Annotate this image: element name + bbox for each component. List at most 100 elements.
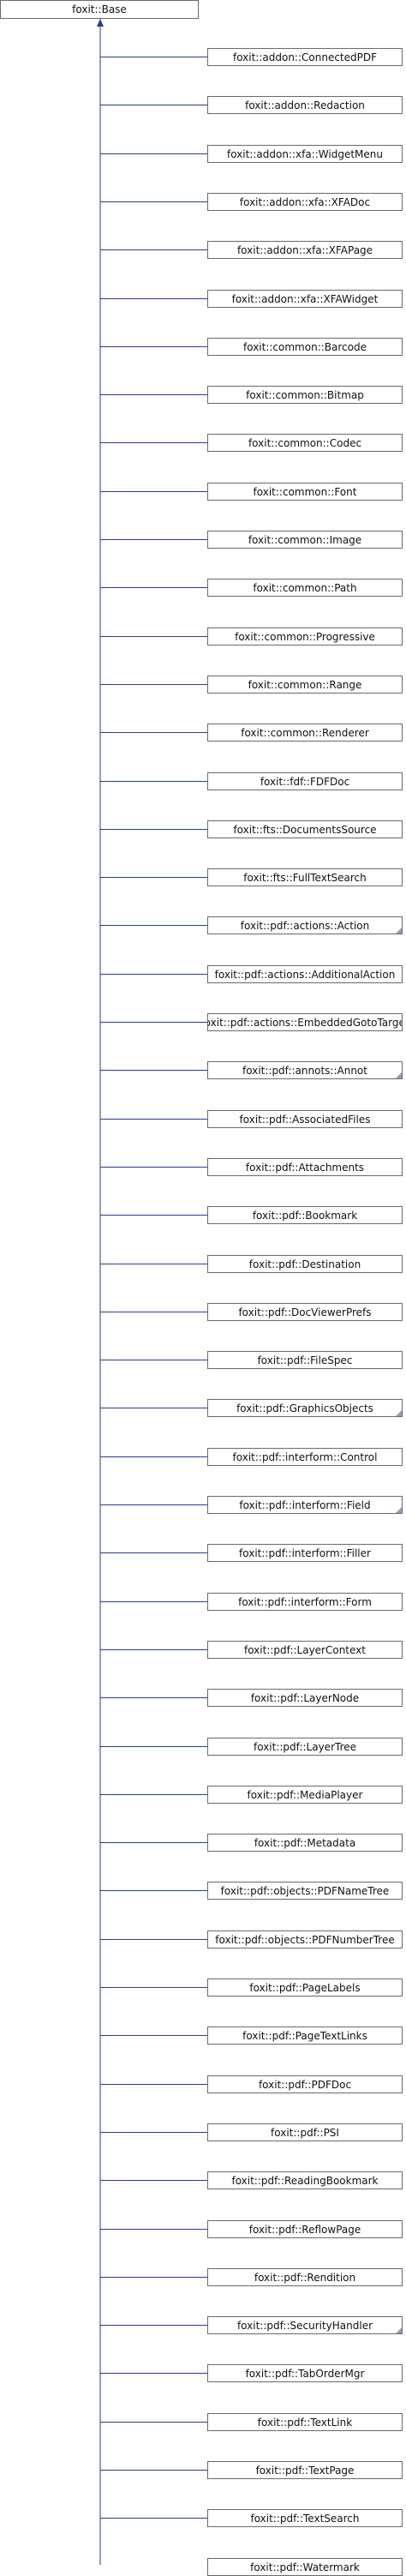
derived-class-label: foxit::pdf::SecurityHandler: [236, 2319, 373, 2332]
derived-class-node[interactable]: foxit::pdf::PageLabels: [207, 1979, 403, 1997]
has-subclasses-corner-icon: [396, 928, 402, 934]
derived-class-label: foxit::pdf::Attachments: [245, 1161, 365, 1174]
derived-class-node[interactable]: foxit::addon::xfa::XFAPage: [207, 241, 403, 259]
derived-class-label: foxit::addon::xfa::WidgetMenu: [226, 147, 383, 160]
derived-class-node[interactable]: foxit::common::Image: [207, 531, 403, 549]
derived-class-label: foxit::pdf::objects::PDFNumberTree: [215, 1933, 395, 1946]
derived-class-node[interactable]: foxit::pdf::Bookmark: [207, 1206, 403, 1224]
derived-class-node[interactable]: foxit::pdf::FileSpec: [207, 1351, 403, 1369]
derived-class-node[interactable]: foxit::pdf::objects::PDFNameTree: [207, 1882, 403, 1900]
derived-class-node[interactable]: foxit::fdf::FDFDoc: [207, 772, 403, 790]
derived-class-node[interactable]: foxit::fts::DocumentsSource: [207, 820, 403, 838]
derived-class-node[interactable]: foxit::pdf::TextLink: [207, 2413, 403, 2431]
derived-class-label: foxit::common::Codec: [248, 436, 362, 449]
derived-class-node[interactable]: foxit::pdf::actions::AdditionalAction: [207, 965, 403, 983]
derived-class-node[interactable]: foxit::pdf::Metadata: [207, 1834, 403, 1852]
base-class-node[interactable]: foxit::Base: [0, 0, 199, 19]
derived-class-node[interactable]: foxit::pdf::MediaPlayer: [207, 1786, 403, 1804]
derived-class-node[interactable]: foxit::pdf::ReflowPage: [207, 2220, 403, 2238]
derived-class-label: foxit::pdf::PageLabels: [249, 1981, 361, 1994]
derived-class-label: foxit::pdf::Bookmark: [252, 1209, 358, 1222]
derived-class-node[interactable]: foxit::common::Bitmap: [207, 386, 403, 404]
derived-class-node[interactable]: foxit::pdf::LayerContext: [207, 1641, 403, 1659]
derived-class-node[interactable]: foxit::pdf::annots::Annot: [207, 1061, 403, 1079]
derived-class-label: foxit::common::Path: [253, 581, 357, 594]
derived-class-label: foxit::pdf::TabOrderMgr: [245, 2367, 365, 2380]
derived-class-label: foxit::pdf::FileSpec: [257, 1354, 353, 1366]
has-subclasses-corner-icon: [396, 1507, 402, 1513]
derived-class-label: foxit::pdf::interform::Form: [238, 1595, 372, 1608]
derived-class-node[interactable]: foxit::addon::ConnectedPDF: [207, 48, 403, 66]
derived-class-node[interactable]: foxit::common::Range: [207, 676, 403, 694]
derived-class-node[interactable]: foxit::pdf::interform::Field: [207, 1496, 403, 1514]
derived-class-node[interactable]: foxit::pdf::TextPage: [207, 2461, 403, 2479]
derived-class-node[interactable]: foxit::pdf::interform::Form: [207, 1593, 403, 1611]
derived-class-node[interactable]: foxit::common::Codec: [207, 434, 403, 452]
derived-class-node[interactable]: foxit::addon::xfa::XFAWidget: [207, 290, 403, 308]
derived-class-label: foxit::pdf::objects::PDFNameTree: [220, 1884, 390, 1897]
derived-class-node[interactable]: foxit::common::Barcode: [207, 338, 403, 356]
derived-class-node[interactable]: foxit::fts::FullTextSearch: [207, 868, 403, 886]
derived-class-node[interactable]: foxit::pdf::Attachments: [207, 1158, 403, 1176]
derived-class-node[interactable]: foxit::pdf::interform::Filler: [207, 1544, 403, 1562]
derived-class-node[interactable]: foxit::pdf::interform::Control: [207, 1448, 403, 1466]
derived-class-node[interactable]: foxit::common::Renderer: [207, 724, 403, 742]
derived-class-label: foxit::common::Range: [248, 678, 362, 691]
derived-class-label: foxit::common::Image: [248, 533, 362, 546]
derived-class-node[interactable]: foxit::common::Progressive: [207, 627, 403, 646]
derived-class-label: foxit::pdf::TextPage: [255, 2464, 355, 2477]
base-class-label: foxit::Base: [72, 3, 127, 15]
derived-class-node[interactable]: foxit::addon::Redaction: [207, 96, 403, 114]
derived-class-node[interactable]: foxit::pdf::PageTextLinks: [207, 2027, 403, 2045]
derived-class-node[interactable]: foxit::pdf::PDFDoc: [207, 2075, 403, 2093]
derived-class-node[interactable]: foxit::common::Path: [207, 579, 403, 597]
derived-class-label: foxit::pdf::interform::Filler: [239, 1546, 371, 1559]
derived-class-node[interactable]: foxit::pdf::PSI: [207, 2123, 403, 2141]
derived-class-label: foxit::pdf::actions::EmbeddedGotoTarget: [207, 1016, 403, 1029]
derived-class-label: foxit::pdf::interform::Control: [232, 1450, 378, 1463]
derived-class-node[interactable]: foxit::pdf::GraphicsObjects: [207, 1399, 403, 1417]
derived-class-node[interactable]: foxit::pdf::DocViewerPrefs: [207, 1303, 403, 1321]
derived-class-node[interactable]: foxit::pdf::actions::Action: [207, 916, 403, 934]
derived-class-label: foxit::addon::xfa::XFADoc: [239, 195, 371, 208]
derived-class-node[interactable]: foxit::pdf::Destination: [207, 1255, 403, 1273]
derived-class-label: foxit::addon::ConnectedPDF: [232, 51, 378, 63]
derived-class-label: foxit::pdf::DocViewerPrefs: [238, 1306, 372, 1318]
derived-class-label: foxit::pdf::AssociatedFiles: [239, 1113, 371, 1126]
derived-class-label: foxit::fts::DocumentsSource: [233, 823, 377, 836]
derived-class-label: foxit::addon::Redaction: [245, 99, 365, 111]
derived-class-label: foxit::pdf::MediaPlayer: [247, 1788, 363, 1801]
derived-class-label: foxit::pdf::annots::Annot: [242, 1064, 367, 1077]
derived-class-node[interactable]: foxit::pdf::SecurityHandler: [207, 2316, 403, 2334]
derived-class-label: foxit::pdf::Watermark: [250, 2561, 360, 2573]
derived-class-node[interactable]: foxit::pdf::Watermark: [207, 2558, 403, 2576]
derived-class-node[interactable]: foxit::pdf::actions::EmbeddedGotoTarget: [207, 1013, 403, 1031]
derived-class-label: foxit::pdf::LayerTree: [254, 1740, 356, 1753]
derived-class-node[interactable]: foxit::addon::xfa::WidgetMenu: [207, 145, 403, 163]
derived-class-label: foxit::pdf::actions::Action: [240, 919, 370, 932]
derived-class-label: foxit::fdf::FDFDoc: [260, 775, 350, 788]
derived-class-label: foxit::fts::FullTextSearch: [243, 871, 367, 884]
derived-class-node[interactable]: foxit::pdf::LayerNode: [207, 1689, 403, 1707]
derived-class-label: foxit::pdf::Metadata: [254, 1836, 356, 1849]
derived-class-node[interactable]: foxit::pdf::AssociatedFiles: [207, 1110, 403, 1128]
derived-class-label: foxit::pdf::LayerNode: [250, 1691, 360, 1704]
derived-class-label: foxit::pdf::actions::AdditionalAction: [214, 968, 396, 981]
derived-class-node[interactable]: foxit::pdf::TabOrderMgr: [207, 2364, 403, 2382]
derived-class-node[interactable]: foxit::pdf::objects::PDFNumberTree: [207, 1930, 403, 1949]
derived-class-node[interactable]: foxit::pdf::Rendition: [207, 2268, 403, 2286]
derived-class-node[interactable]: foxit::pdf::TextSearch: [207, 2509, 403, 2527]
derived-class-label: foxit::pdf::ReflowPage: [248, 2223, 361, 2236]
derived-class-label: foxit::pdf::Destination: [248, 1258, 361, 1270]
derived-class-node[interactable]: foxit::pdf::ReadingBookmark: [207, 2171, 403, 2189]
derived-class-label: foxit::common::Progressive: [235, 630, 375, 643]
inheritance-arrowhead: [97, 19, 104, 27]
derived-class-node[interactable]: foxit::common::Font: [207, 483, 403, 501]
derived-class-label: foxit::addon::xfa::XFAWidget: [231, 292, 379, 305]
derived-class-label: foxit::common::Barcode: [243, 340, 367, 353]
derived-class-label: foxit::addon::xfa::XFAPage: [236, 243, 373, 256]
derived-class-node[interactable]: foxit::pdf::LayerTree: [207, 1738, 403, 1756]
derived-class-node[interactable]: foxit::addon::xfa::XFADoc: [207, 193, 403, 211]
